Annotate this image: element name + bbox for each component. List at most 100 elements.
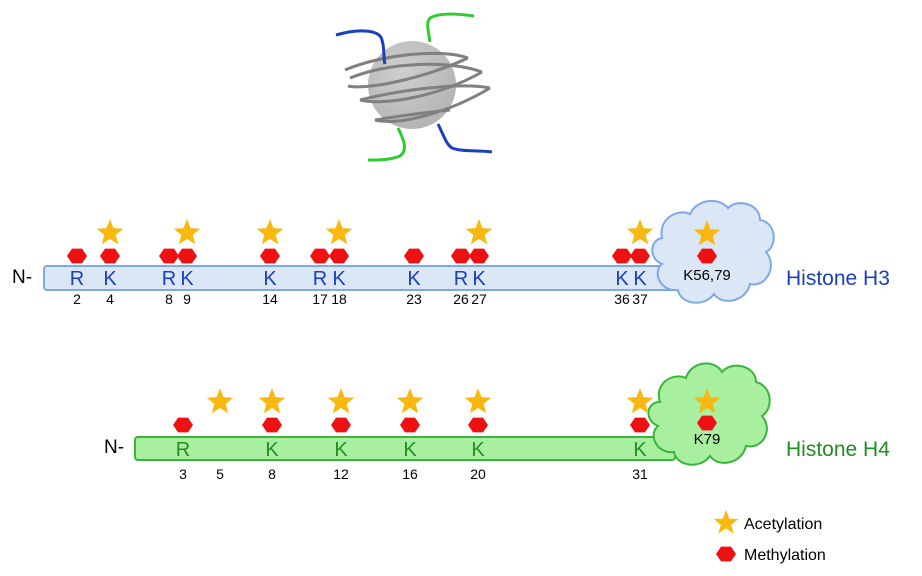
h4-methylation-hexagon-8: [262, 417, 282, 433]
h3-residue-letter-18: K: [332, 268, 346, 290]
legend-methylation-hexagon-icon: [716, 546, 736, 562]
h4-acetylation-star-12: [327, 388, 355, 414]
h3-residue-number-2: 2: [73, 291, 81, 307]
h3-residue-number-23: 23: [406, 291, 422, 307]
h3-methylation-hexagon-9: [177, 248, 197, 264]
histone-tail-blue-bottom: [436, 123, 493, 154]
h3-residue-number-36: 36: [614, 291, 630, 307]
h3-methylation-hexagon-36: [612, 248, 632, 264]
h3-residue-letter-9: K: [180, 268, 194, 290]
h3-residue-number-14: 14: [262, 291, 278, 307]
h3-methylation-hexagon-14: [260, 248, 280, 264]
histone-tail-green-top: [426, 12, 475, 43]
h4-residue-number-20: 20: [470, 466, 486, 482]
h3-methylation-hexagon-26: [451, 248, 471, 264]
h3-methylation-hexagon-2: [67, 248, 87, 264]
h3-residue-number-26: 26: [453, 291, 469, 307]
h4-residue-number-3: 3: [179, 466, 187, 482]
h3-residue-number-18: 18: [331, 291, 347, 307]
h3-residue-letter-8: R: [162, 268, 176, 290]
h3-globular-label: K56,79: [683, 267, 731, 284]
h3-methylation-hexagon-27: [469, 248, 489, 264]
h3-residue-letter-17: R: [313, 268, 327, 290]
h3-residue-letter-36: K: [615, 268, 629, 290]
dna-wrap-4: [359, 70, 483, 104]
h3-methylation-hexagon-23: [404, 248, 424, 264]
h3-methylation-hexagon-4: [100, 248, 120, 264]
h3-residue-letter-2: R: [70, 268, 84, 290]
h4-methylation-hexagon-31: [630, 417, 650, 433]
h4-n-terminus-label: N-: [104, 437, 124, 458]
h3-acetylation-star-18: [325, 219, 353, 245]
h4-acetylation-star-5: [206, 388, 234, 414]
h3-residue-letter-27: K: [472, 268, 486, 290]
h4-residue-number-16: 16: [402, 466, 418, 482]
h3-histone-name: Histone H3: [786, 267, 890, 290]
dna-wrap-7: [374, 108, 451, 122]
h3-residue-letter-4: K: [103, 268, 117, 290]
dna-wrap-1: [344, 51, 469, 72]
h3-methylation-hexagon-8: [159, 248, 179, 264]
h3-residue-number-4: 4: [106, 291, 114, 307]
dna-wrap-5: [359, 84, 491, 102]
h3-globular-methylation-hexagon-icon: [697, 248, 717, 264]
h3-acetylation-star-4: [96, 219, 124, 245]
h3-residue-number-9: 9: [183, 291, 191, 307]
h4-residue-letter-8: K: [265, 439, 279, 461]
dna-wrap-6: [374, 86, 491, 123]
h3-residue-letter-26: R: [454, 268, 468, 290]
h3-acetylation-star-9: [173, 219, 201, 245]
h4-globular-methylation-hexagon-icon: [697, 415, 717, 431]
h4-residue-number-12: 12: [333, 466, 349, 482]
dna-wrap-2: [349, 62, 483, 80]
h4-histone-name: Histone H4: [786, 438, 890, 461]
legend-methylation-label: Methylation: [744, 547, 826, 564]
legend: Acetylation Methylation: [713, 510, 826, 564]
h4-residue-letter-3: R: [176, 439, 190, 461]
h3-globular-acetylation-star-icon: [693, 220, 721, 246]
h3-acetylation-star-14: [256, 219, 284, 245]
legend-acetylation-label: Acetylation: [744, 516, 822, 533]
h3-residue-number-17: 17: [312, 291, 328, 307]
h4-residue-letter-20: K: [471, 439, 485, 461]
h3-methylation-hexagon-18: [329, 248, 349, 264]
h3-residue-letter-23: K: [407, 268, 421, 290]
h4-methylation-hexagon-12: [331, 417, 351, 433]
h4-acetylation-star-8: [258, 388, 286, 414]
h4-residue-number-8: 8: [268, 466, 276, 482]
h3-acetylation-star-27: [465, 219, 493, 245]
h4-acetylation-star-16: [396, 388, 424, 414]
histone-tail-green-bottom: [367, 127, 406, 162]
h3-residue-letter-14: K: [263, 268, 277, 290]
h4-globular-domain: [647, 362, 771, 466]
h3-residue-letter-37: K: [633, 268, 647, 290]
h4-globular-acetylation-star-icon: [693, 388, 721, 414]
h4-acetylation-star-31: [626, 388, 654, 414]
h4-methylation-hexagon-16: [400, 417, 420, 433]
h3-methylation-hexagon-17: [310, 248, 330, 264]
h4-methylation-hexagon-20: [468, 417, 488, 433]
h3-methylation-hexagon-37: [630, 248, 650, 264]
h3-residue-number-27: 27: [471, 291, 487, 307]
h3-residue-number-37: 37: [632, 291, 648, 307]
h3-n-terminus-label: N-: [12, 267, 32, 288]
h4-residue-letter-31: K: [633, 439, 647, 461]
h4-globular-label: K79: [694, 431, 721, 448]
h4-acetylation-star-20: [464, 388, 492, 414]
dna-wrap-3: [347, 56, 469, 89]
h3-tail-bar: [43, 265, 685, 291]
h4-residue-number-5: 5: [216, 466, 224, 482]
histone-tail-blue-top: [335, 29, 387, 65]
histone-h4-tail: N- R 3 5 K 8 K 12 K 16 K 20 K 31 K79 Histone H4: [104, 362, 890, 482]
h4-residue-letter-16: K: [403, 439, 417, 461]
h4-residue-letter-12: K: [334, 439, 348, 461]
h3-acetylation-star-37: [626, 219, 654, 245]
nucleosome-illustration: [335, 12, 493, 162]
h4-methylation-hexagon-3: [173, 417, 193, 433]
legend-acetylation-star-icon: [713, 510, 739, 534]
h4-residue-number-31: 31: [632, 466, 648, 482]
h3-residue-number-8: 8: [165, 291, 173, 307]
